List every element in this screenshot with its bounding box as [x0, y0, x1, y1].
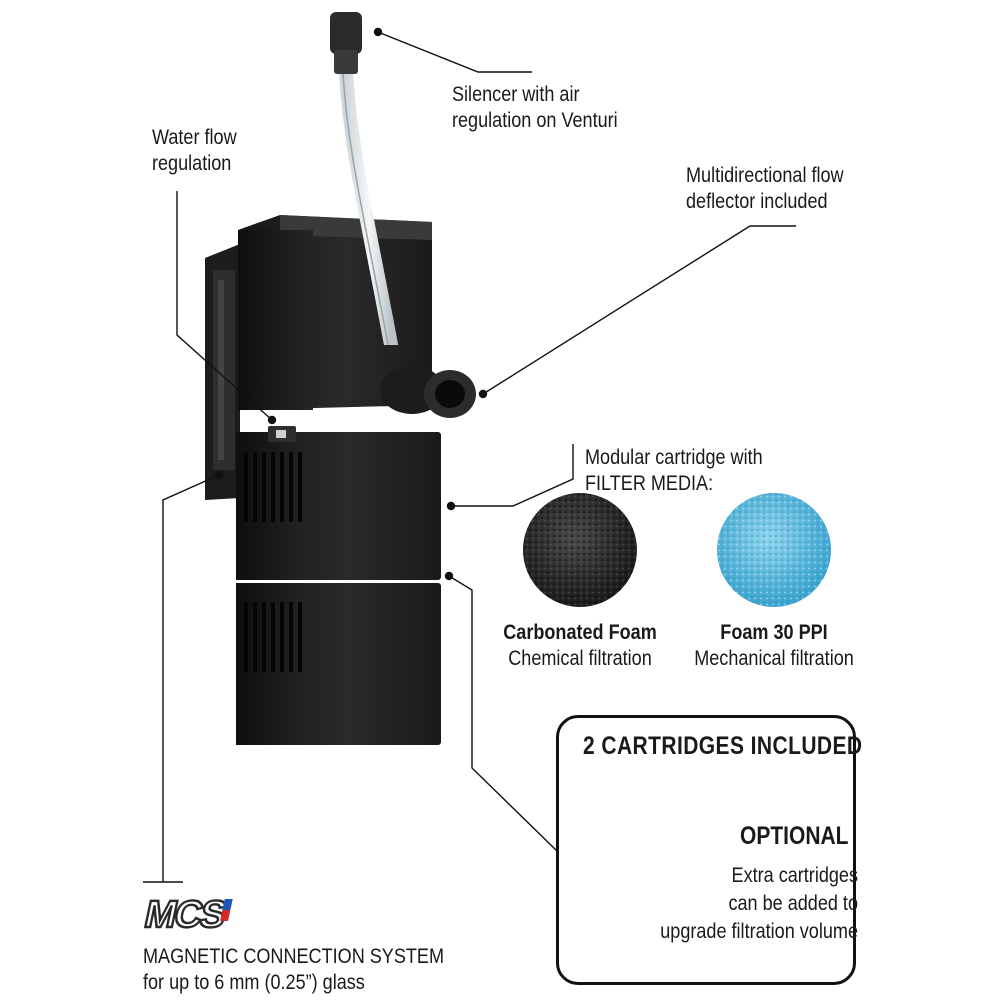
flow-deflector — [380, 366, 476, 418]
optional-label: OPTIONAL — [740, 822, 849, 850]
modular-line-1: Modular cartridge with — [585, 446, 763, 469]
extra-line-3: upgrade filtration volume — [660, 920, 858, 943]
lower-cartridge — [236, 583, 441, 745]
carbonated-foam-caption: Carbonated Foam Chemical filtration — [494, 620, 666, 672]
silencer-line-2: regulation on Venturi — [452, 109, 618, 132]
cartridges-box-title: 2 CARTRIDGES INCLUDED — [583, 732, 863, 760]
deflector-line-2: deflector included — [686, 190, 828, 213]
extra-cartridges-text: Extra cartridges can be added to upgrade… — [652, 862, 858, 946]
air-tube — [330, 12, 400, 363]
silencer-callout: Silencer with air regulation on Venturi — [452, 82, 618, 134]
blue-foam-disc — [717, 493, 831, 607]
carbonated-foam-disc — [523, 493, 637, 607]
water-flow-line-1: Water flow — [152, 126, 237, 149]
mcs-logo: MCS — [140, 893, 233, 933]
water-flow-callout: Water flow regulation — [152, 125, 237, 177]
foam-30ppi-subtitle: Mechanical filtration — [694, 647, 854, 670]
extra-line-2: can be added to — [728, 892, 858, 915]
deflector-line-1: Multidirectional flow — [686, 164, 844, 187]
modular-callout: Modular cartridge with FILTER MEDIA: — [585, 445, 763, 497]
pump-housing — [238, 215, 432, 410]
mcs-logo-text: MCS — [141, 893, 230, 933]
foam-30ppi-caption: Foam 30 PPI Mechanical filtration — [688, 620, 860, 672]
upper-cartridge — [236, 426, 441, 580]
silencer-line-1: Silencer with air — [452, 83, 580, 106]
modular-line-2: FILTER MEDIA: — [585, 472, 714, 495]
mcs-line-2: for up to 6 mm (0.25”) glass — [143, 971, 365, 994]
cartridges-included-box: 2 CARTRIDGES INCLUDED — [556, 715, 863, 985]
carbonated-foam-subtitle: Chemical filtration — [508, 647, 652, 670]
water-flow-line-2: regulation — [152, 152, 232, 175]
carbonated-foam-title: Carbonated Foam — [503, 621, 657, 644]
mcs-caption: MAGNETIC CONNECTION SYSTEM for up to 6 m… — [143, 944, 444, 996]
mounting-plate — [205, 244, 240, 500]
deflector-callout: Multidirectional flow deflector included — [686, 163, 844, 215]
mcs-line-1: MAGNETIC CONNECTION SYSTEM — [143, 945, 445, 968]
extra-line-1: Extra cartridges — [731, 864, 858, 887]
foam-30ppi-title: Foam 30 PPI — [720, 621, 828, 644]
